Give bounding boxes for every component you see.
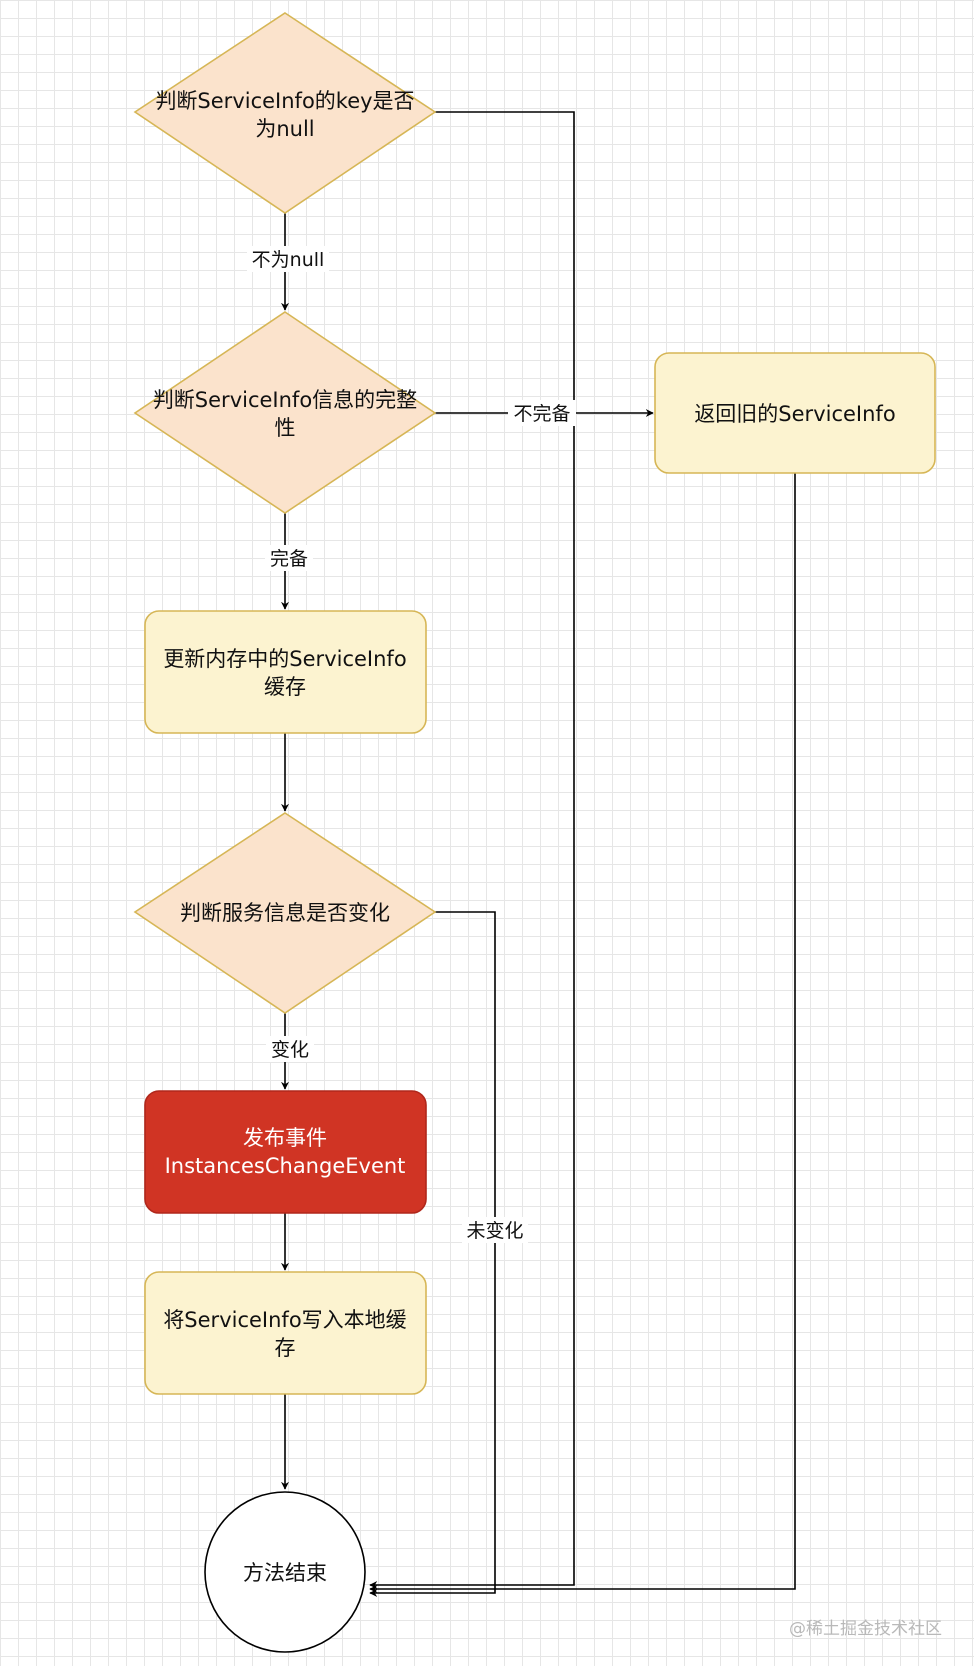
decision-check-key-line-1: 判断ServiceInfo的key是否 bbox=[155, 89, 414, 113]
edge-unchanged-to-end bbox=[369, 911, 496, 1597]
process-publish-event: 发布事件 InstancesChangeEvent bbox=[144, 1090, 427, 1214]
edge-return-old-to-end bbox=[369, 473, 796, 1593]
process-return-old: 返回旧的ServiceInfo bbox=[654, 352, 936, 474]
edge-key-null-to-end bbox=[369, 111, 575, 1589]
process-write-local-line-2: 存 bbox=[275, 1336, 296, 1360]
edge-label-not-null-text: 不为null bbox=[252, 249, 325, 271]
process-publish-event-line-1: 发布事件 bbox=[243, 1126, 327, 1150]
process-return-old-line-1: 返回旧的ServiceInfo bbox=[694, 402, 895, 426]
decision-check-complete-line-2: 性 bbox=[275, 416, 296, 440]
decision-check-key: 判断ServiceInfo的key是否 为null bbox=[133, 12, 437, 214]
edge-label-changed-text: 变化 bbox=[271, 1039, 309, 1061]
decision-check-changed-line-1: 判断服务信息是否变化 bbox=[180, 901, 390, 925]
edge-label-unchanged-text: 未变化 bbox=[466, 1220, 523, 1242]
terminal-end-label: 方法结束 bbox=[243, 1561, 327, 1585]
decision-check-key-line-2: 为null bbox=[255, 117, 314, 141]
decision-check-complete: 判断ServiceInfo信息的完整 性 bbox=[133, 311, 437, 514]
process-publish-event-line-2: InstancesChangeEvent bbox=[165, 1154, 406, 1178]
decision-check-complete-line-1: 判断ServiceInfo信息的完整 bbox=[153, 388, 417, 412]
connectors bbox=[281, 111, 796, 1597]
decision-check-changed: 判断服务信息是否变化 bbox=[133, 812, 437, 1014]
edge-label-changed: 变化 bbox=[266, 1036, 314, 1062]
edge-label-incomplete-text: 不完备 bbox=[513, 403, 570, 425]
process-write-local: 将ServiceInfo写入本地缓 存 bbox=[144, 1271, 427, 1395]
edge-label-not-null: 不为null bbox=[247, 246, 329, 272]
edge-label-complete: 完备 bbox=[265, 545, 313, 571]
process-write-local-line-1: 将ServiceInfo写入本地缓 bbox=[163, 1308, 406, 1332]
watermark: @稀土掘金技术社区 bbox=[789, 1619, 942, 1639]
edge-label-complete-text: 完备 bbox=[270, 548, 308, 570]
edge-label-unchanged: 未变化 bbox=[462, 1217, 528, 1243]
process-update-cache-line-2: 缓存 bbox=[264, 675, 306, 699]
terminal-end: 方法结束 bbox=[204, 1491, 366, 1653]
edge-label-incomplete: 不完备 bbox=[508, 400, 576, 426]
process-update-cache-line-1: 更新内存中的ServiceInfo bbox=[163, 647, 406, 671]
process-update-cache: 更新内存中的ServiceInfo 缓存 bbox=[144, 610, 427, 734]
